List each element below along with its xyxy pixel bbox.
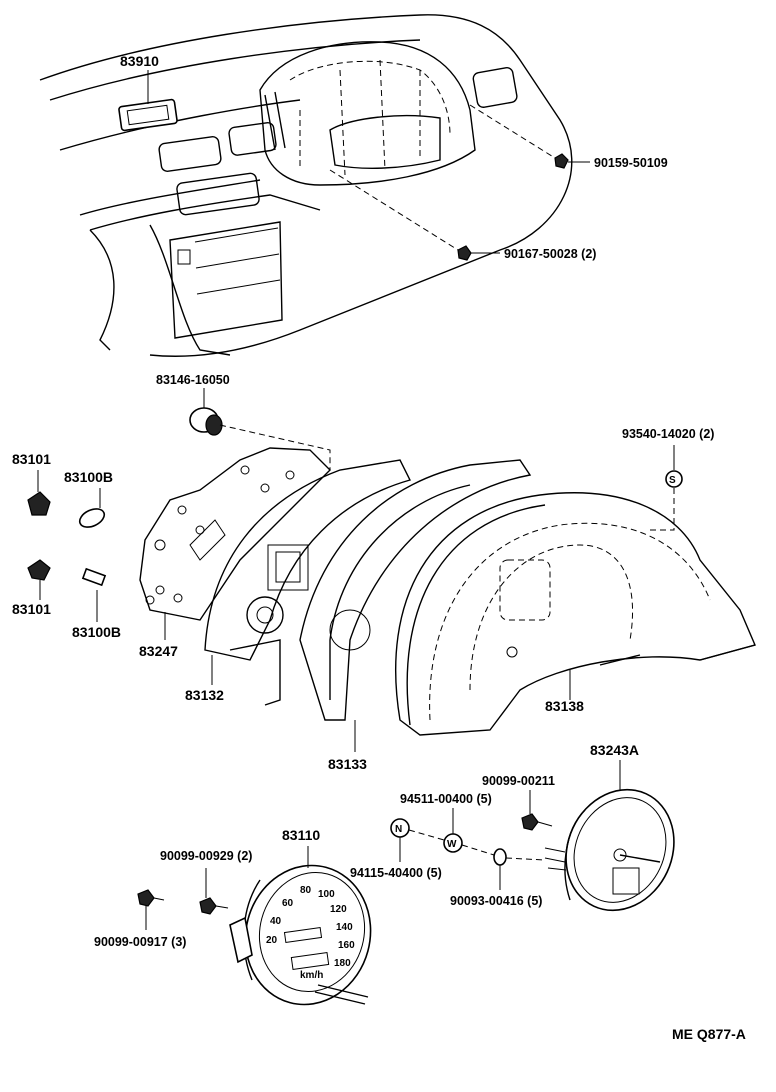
speedo-tick-160: 160 <box>338 940 355 951</box>
label-83247: 83247 <box>139 643 178 659</box>
speedo-tick-20: 20 <box>266 935 278 946</box>
marker-n: N <box>395 824 402 835</box>
bulb-83100B-upper <box>78 488 106 528</box>
label-83100B-upper: 83100B <box>64 469 113 485</box>
speedo-tick-60: 60 <box>282 898 294 909</box>
speedometer-83110: 20 40 60 80 100 120 140 160 180 km/h <box>229 846 372 1006</box>
label-90167-50028: 90167-50028 (2) <box>504 247 596 261</box>
label-83110: 83110 <box>282 827 320 843</box>
bulb-83100B-lower <box>81 567 107 622</box>
label-83138: 83138 <box>545 698 584 714</box>
label-83910: 83910 <box>120 53 159 69</box>
cluster-assembly: S <box>27 388 756 752</box>
label-83146-16050: 83146-16050 <box>156 373 230 387</box>
speedo-tick-40: 40 <box>270 916 282 927</box>
fasteners-speedo <box>137 868 229 930</box>
speedo-unit: km/h <box>300 970 323 981</box>
label-90099-00211: 90099-00211 <box>482 774 555 788</box>
speedo-tick-120: 120 <box>330 904 347 915</box>
speedo-tick-140: 140 <box>336 922 353 933</box>
label-83132: 83132 <box>185 687 224 703</box>
socket-83146 <box>189 388 331 470</box>
socket-83101-lower <box>27 559 51 600</box>
label-94115-40400: 94115-40400 (5) <box>350 866 442 880</box>
screw-93540 <box>665 470 683 488</box>
speedo-tick-180: 180 <box>334 958 351 969</box>
label-93540-14020: 93540-14020 (2) <box>622 427 714 441</box>
marker-w: W <box>447 839 457 850</box>
marker-s: S <box>669 475 676 486</box>
label-83101-lower: 83101 <box>12 601 51 617</box>
speedo-tick-80: 80 <box>300 885 312 896</box>
nut-90093 <box>493 848 507 866</box>
socket-83101-upper <box>27 470 51 516</box>
speedo-tick-100: 100 <box>318 889 335 900</box>
label-83133: 83133 <box>328 756 367 772</box>
tachometer-83243A <box>544 760 675 912</box>
dashboard-panel <box>39 14 590 357</box>
label-90099-00917: 90099-00917 (3) <box>94 935 186 949</box>
label-83101-upper: 83101 <box>12 451 51 467</box>
label-83100B-lower: 83100B <box>72 624 121 640</box>
label-90093-00416: 90093-00416 (5) <box>450 894 542 908</box>
figure-code: ME Q877-A <box>672 1026 746 1042</box>
label-94511-00400: 94511-00400 (5) <box>400 792 492 806</box>
label-90159-50109: 90159-50109 <box>594 156 668 170</box>
label-83243A: 83243A <box>590 742 639 758</box>
fasteners-tach: N W <box>390 790 553 890</box>
label-90099-00929: 90099-00929 (2) <box>160 849 252 863</box>
